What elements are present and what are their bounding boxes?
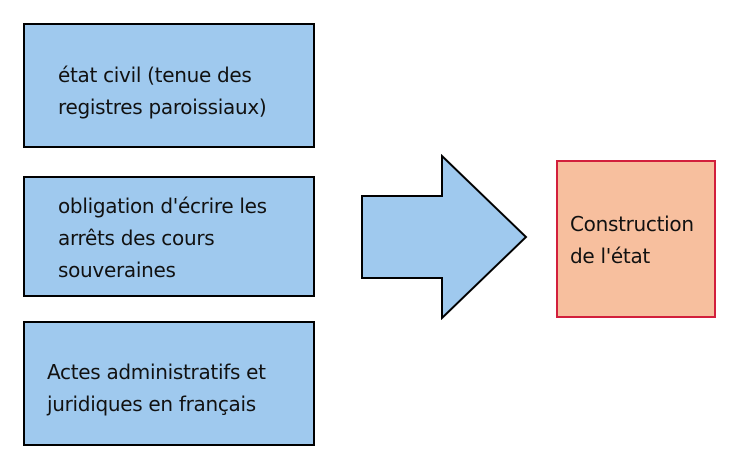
result-box-construction-etat: Construction de l'état [556,160,716,318]
cause-box-line: souveraines [58,258,176,282]
result-box-line: Construction [570,212,694,236]
cause-box-line: obligation d'écrire les [58,194,267,218]
cause-box-line: état civil (tenue des [58,63,252,87]
cause-box-line: arrêts des cours [58,226,215,250]
cause-box-actes: Actes administratifs et juridiques en fr… [23,321,315,446]
cause-box-line: Actes administratifs et [47,360,266,384]
cause-box-line: registres paroissiaux) [58,95,267,119]
cause-box-etat-civil: état civil (tenue des registres paroissi… [23,23,315,148]
cause-box-line: juridiques en français [47,392,256,416]
right-arrow-icon [361,154,528,320]
cause-box-arrets: obligation d'écrire les arrêts des cours… [23,176,315,297]
result-box-line: de l'état [570,244,650,268]
